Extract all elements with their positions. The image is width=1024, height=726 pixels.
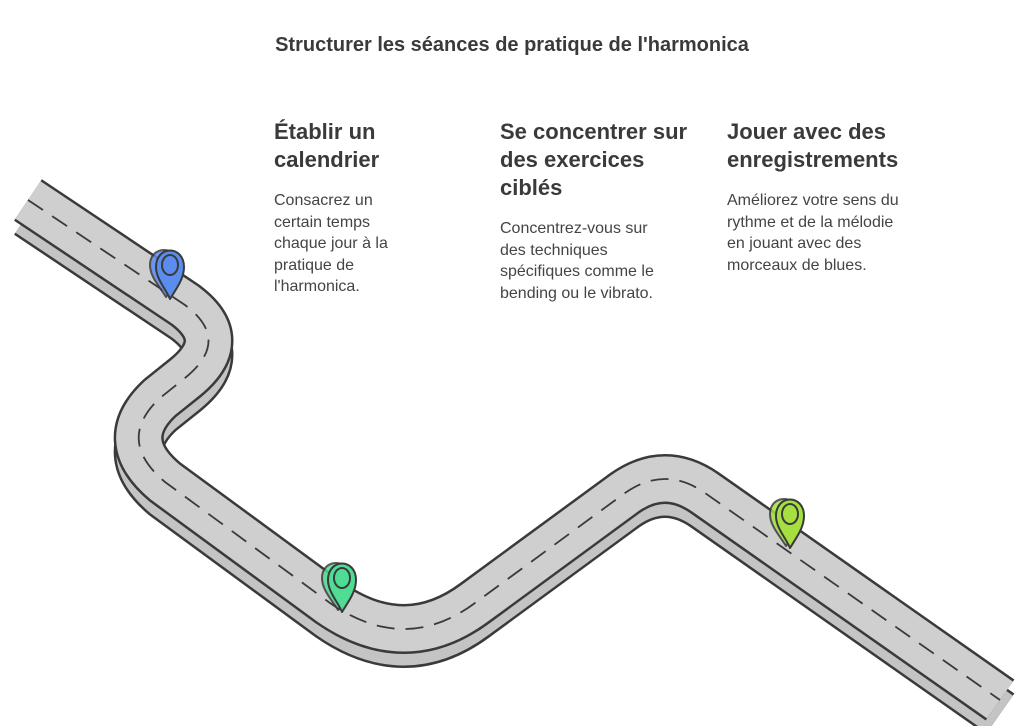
map-pin-icon [769, 498, 805, 549]
step-play-with-recordings: Jouer avec des enregistrements Améliorez… [727, 118, 927, 276]
step-heading: Se concentrer sur des exercices ciblés [500, 119, 688, 200]
map-pin-icon [149, 249, 185, 300]
step-heading: Établir un calendrier [274, 119, 380, 172]
step-targeted-exercises: Se concentrer sur des exercices ciblés C… [500, 118, 695, 304]
step-heading: Jouer avec des enregistrements [727, 119, 899, 172]
map-pin-icon [321, 562, 357, 613]
page-title: Structurer les séances de pratique de l'… [275, 34, 749, 56]
step-establish-schedule: Établir un calendrier Consacrez un certa… [274, 118, 454, 298]
road-surface [14, 179, 1015, 721]
step-description: Améliorez votre sens du rythme et de la … [727, 192, 899, 274]
step-description: Consacrez un certain temps chaque jour à… [274, 192, 388, 295]
step-description: Concentrez-vous sur des techniques spéci… [500, 220, 654, 302]
